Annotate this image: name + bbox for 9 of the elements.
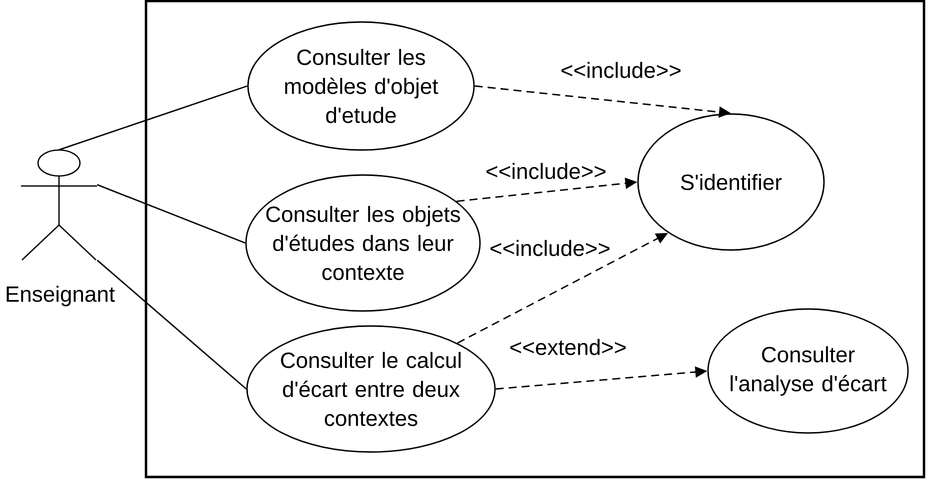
association-line	[96, 260, 247, 390]
association-line	[58, 85, 248, 150]
actor-name: Enseignant	[6, 286, 115, 306]
association-line	[96, 184, 246, 244]
system-boundary	[144, 0, 926, 478]
edge-label: <<include>>	[488, 238, 612, 258]
edge-label: <<extend>>	[508, 338, 628, 356]
edge-label: <<include>>	[559, 60, 683, 80]
edge-label: <<include>>	[484, 162, 608, 180]
